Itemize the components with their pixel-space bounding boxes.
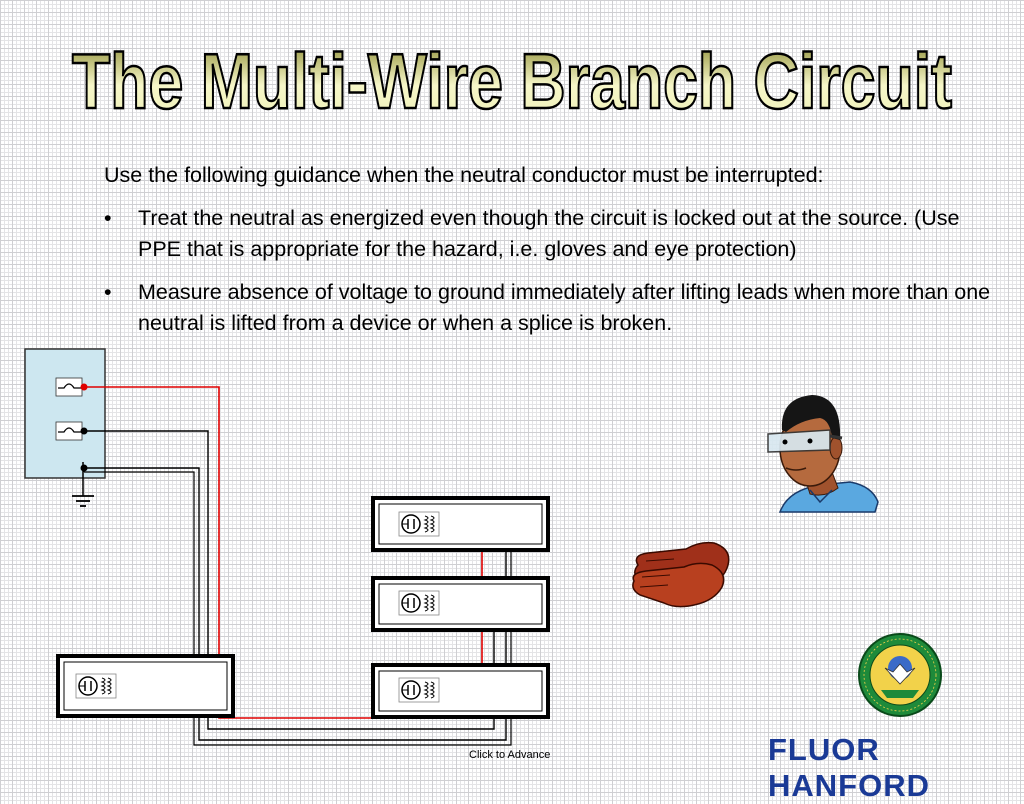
click-to-advance[interactable]: Click to Advance	[469, 749, 551, 761]
breaker-icon	[55, 377, 83, 397]
fixture-box	[371, 496, 550, 552]
breaker-icon	[55, 421, 83, 441]
electrical-panel	[24, 348, 106, 507]
brand-logo: FLUOR HANFORD	[768, 732, 930, 803]
page-title-graphic: The Multi-Wire Branch Circuit	[71, 36, 954, 127]
fixture-box	[371, 663, 550, 719]
bullet-text: Treat the neutral as energized even thou…	[138, 206, 960, 261]
bullet-text: Measure absence of voltage to ground imm…	[138, 280, 991, 335]
fixture-box	[56, 654, 235, 718]
bullet-item: • Measure absence of voltage to ground i…	[104, 277, 994, 339]
bullet-marker: •	[104, 280, 112, 304]
page-title: The Multi-Wire Branch Circuit	[72, 37, 952, 125]
gloves-icon	[632, 541, 730, 608]
bullet-item: • Treat the neutral as energized even th…	[104, 203, 994, 265]
intro-text: Use the following guidance when the neut…	[104, 163, 824, 187]
circuit-diagram	[24, 348, 550, 746]
bullet-marker: •	[104, 206, 112, 230]
person-with-goggles-icon	[767, 395, 879, 513]
content-text: Use the following guidance when the neut…	[104, 160, 994, 351]
fixture-box	[371, 576, 550, 632]
doe-seal-icon	[858, 633, 942, 717]
ground-icon	[72, 495, 94, 507]
